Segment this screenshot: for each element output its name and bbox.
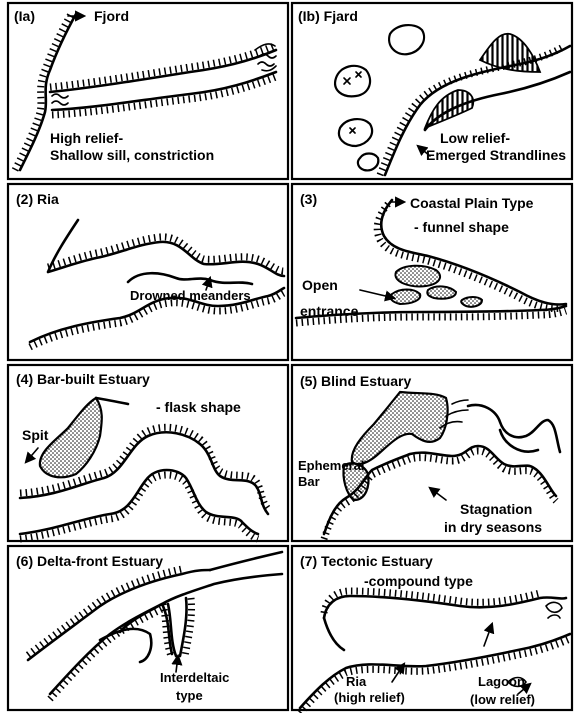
panel-1b-fjard: (Ib) Fjard Low relief- Emerged Strandlin… (298, 8, 570, 175)
panel-7-note-5: (low relief) (470, 692, 535, 707)
spit-bar (40, 398, 102, 477)
panel-4-note-2: Spit (22, 427, 49, 443)
sandbar-4 (461, 297, 482, 307)
panel-5-title: (5) Blind Estuary (300, 373, 411, 389)
panel-7-note-3: (high relief) (334, 690, 405, 705)
panel-3-coastal-plain: (3) Coastal Plain Type - funnel shape Op… (296, 191, 566, 323)
panel-2-note-1: Drowned meanders (130, 288, 251, 303)
panel-5-blind: (5) Blind Estuary Ephemeral Bar Stagnati… (298, 373, 560, 539)
panel-3-note-2: Open (302, 277, 338, 293)
panel-3-subtitle: Coastal Plain Type (410, 195, 534, 211)
arrow-icon (26, 448, 38, 462)
panel-1a-note-2: Shallow sill, constriction (50, 147, 214, 163)
island-2 (335, 66, 370, 96)
panel-7-note-1: -compound type (364, 573, 473, 589)
panel-6-note-2: type (176, 688, 203, 703)
arrow-icon (360, 290, 394, 298)
panel-5-note-3: Stagnation (460, 501, 532, 517)
sandbar-3 (427, 286, 456, 298)
panel-7-note-2: Ria (346, 674, 367, 689)
panel-2-title: (2) Ria (16, 191, 59, 207)
panel-5-note-2: Bar (298, 474, 320, 489)
panel-1b-title: (Ib) Fjard (298, 8, 358, 24)
strandline-ridge (480, 34, 540, 72)
panel-2-ria: (2) Ria Drowned meanders (16, 191, 284, 347)
sandbar-1 (395, 266, 440, 287)
sandbar-2 (390, 290, 420, 305)
panel-frames (8, 3, 572, 710)
panel-7-title: (7) Tectonic Estuary (300, 553, 433, 569)
arrow-icon (484, 624, 492, 646)
panel-3-note-3: entrance (300, 303, 359, 319)
panel-6-delta-front: (6) Delta-front Estuary Interdeltaic typ… (16, 552, 282, 703)
panel-4-note-1: - flask shape (156, 399, 241, 415)
panel-1b-note-1: Low relief- (440, 130, 510, 146)
panel-1a-fjord: (Ia) Fjord High relief- Shallow sill, co… (14, 8, 276, 170)
panel-4-title: (4) Bar-built Estuary (16, 371, 150, 387)
panel-6-title: (6) Delta-front Estuary (16, 553, 163, 569)
panel-7-tectonic: (7) Tectonic Estuary -compound type Ria … (300, 553, 570, 713)
panel-5-note-4: in dry seasons (444, 519, 542, 535)
panel-3-note-1: - funnel shape (414, 219, 509, 235)
panel-1a-title: (Ia) (14, 8, 35, 24)
panel-1a-subtitle: Fjord (94, 8, 129, 24)
island-1 (389, 25, 424, 54)
panel-6-note-1: Interdeltaic (160, 670, 229, 685)
island-4 (358, 154, 378, 171)
panel-4-bar-built: (4) Bar-built Estuary - flask shape Spit (16, 371, 268, 539)
panel-5-note-1: Ephemeral (298, 458, 364, 473)
arrow-icon (430, 488, 446, 500)
panel-1a-note-1: High relief- (50, 130, 123, 146)
panel-1b-note-2: Emerged Strandlines (426, 147, 566, 163)
panel-7-note-4: Lagoon (478, 674, 525, 689)
panel-3-title: (3) (300, 191, 317, 207)
